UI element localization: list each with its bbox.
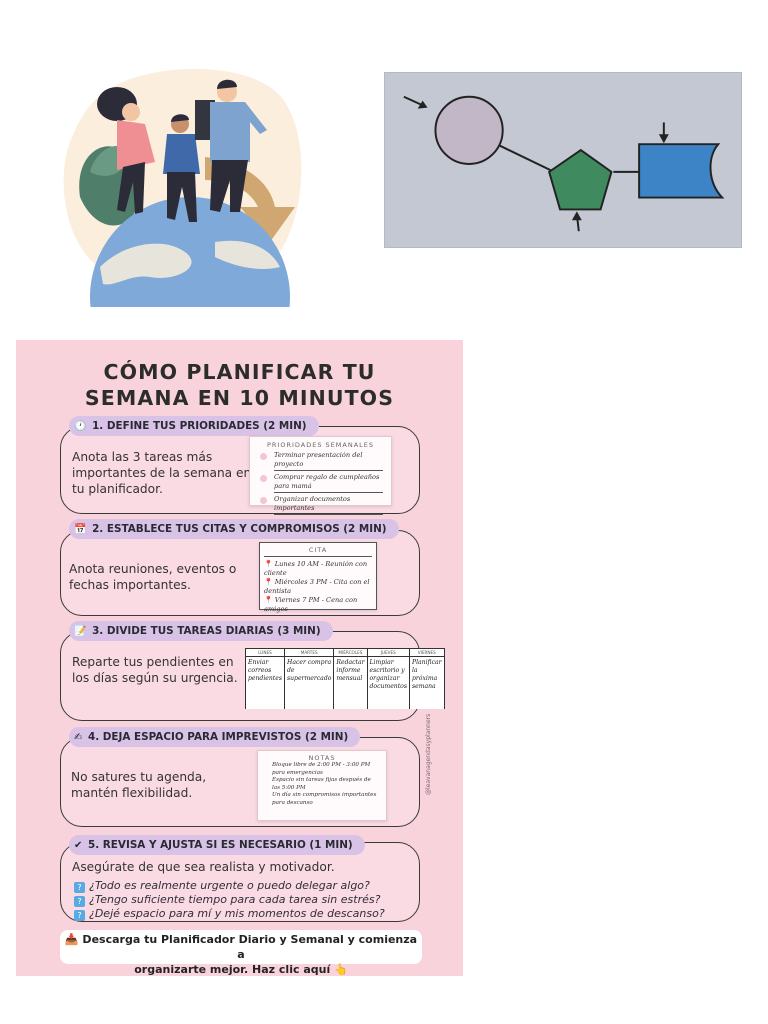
day-task: Redactar informe mensual [333, 656, 368, 709]
infographic-title-line1: CÓMO PLANIFICAR TU [103, 360, 376, 384]
memo-icon: 📝 [74, 626, 87, 637]
step-1-text: Anota las 3 tareas más importantes de la… [72, 450, 252, 496]
legs-shape [167, 172, 197, 222]
review-question: ?¿Dejé espacio para mí y mis momentos de… [74, 907, 385, 921]
step-5-text: Asegúrate de que sea realista y motivado… [72, 860, 335, 874]
body-shape [210, 102, 267, 162]
priority-item: Terminar presentación del proyecto [258, 451, 383, 471]
day-task: Limpiar escritorio y organizar documento… [366, 656, 410, 709]
bullet-icon: ? [74, 896, 85, 907]
appointments-card-title: CITA [264, 546, 372, 557]
cta-line2: organizarte mejor. Haz clic aquí 👆 [134, 963, 348, 976]
appointment-item: 📍Lunes 10 AM - Reunión con cliente [264, 560, 368, 577]
step-3-label: 📝 3. DIVIDE TUS TAREAS DIARIAS (3 MIN) [69, 621, 333, 641]
step-4-label: ✍ 4. DEJA ESPACIO PARA IMPREVISTOS (2 MI… [69, 727, 361, 747]
priority-item: Organizar documentos importantes [258, 495, 383, 515]
step-3-title: 3. DIVIDE TUS TAREAS DIARIAS (3 MIN) [92, 625, 321, 637]
continent-shape [215, 240, 280, 269]
day-task: Hacer compra de supermercado [283, 656, 335, 709]
watermark-handle: @leavanagendasyplanners [425, 713, 432, 795]
arrow-icon [403, 95, 428, 109]
continent-shape [100, 243, 192, 285]
travelers-on-globe-illustration [63, 68, 302, 307]
calendar-icon: 📅 [74, 524, 87, 535]
step-5-title: 5. REVISA Y AJUSTA SI ES NECESARIO (1 MI… [88, 839, 353, 851]
body-shape [117, 120, 155, 170]
clock-icon: 🕐 [74, 421, 87, 432]
hair-shape [171, 114, 189, 122]
day-header: JUEVES [366, 648, 410, 657]
bullet-icon: ? [74, 882, 85, 893]
day-header: VIERNES [408, 648, 445, 657]
step-2-title: 2. ESTABLECE TUS CITAS Y COMPROMISOS (2 … [92, 523, 387, 535]
check-mark-icon: ✔ [74, 840, 83, 851]
infographic-title-line2: SEMANA EN 10 MINUTOS [84, 386, 395, 410]
day-task: Planificar la próxima semana [408, 656, 445, 709]
cta-line1: 📥 Descarga tu Planificador Diario y Sema… [64, 933, 418, 961]
step-4-text: No satures tu agenda, mantén flexibilida… [71, 770, 207, 800]
pin-icon: 📍 [264, 596, 273, 604]
priorities-card-title: PRIORIDADES SEMANALES [267, 441, 374, 449]
legs-shape [117, 162, 145, 214]
connector-line [496, 143, 555, 173]
head-shape [122, 103, 140, 121]
day-header: MIÉRCOLES [333, 648, 368, 657]
legs-shape [210, 160, 248, 212]
priority-item: Comprar regalo de cumpleaños para mamá [258, 473, 383, 493]
rectangle-shape [638, 143, 725, 199]
note-item: Bloque libre de 2:00 PM - 3:00 PM para e… [272, 762, 371, 776]
step-5-box [60, 842, 420, 922]
arrow-icon [658, 122, 669, 144]
review-question: ?¿Tengo suficiente tiempo para cada tare… [74, 893, 380, 907]
notes-card: NOTAS Bloque libre de 2:00 PM - 3:00 PM … [257, 750, 387, 821]
step-2-label: 📅 2. ESTABLECE TUS CITAS Y COMPROMISOS (… [69, 519, 399, 539]
weekly-planning-infographic: CÓMO PLANIFICAR TU SEMANA EN 10 MINUTOS … [16, 340, 463, 976]
globe-shape [90, 197, 290, 307]
arrow-icon [571, 211, 582, 232]
day-header: MARTES [283, 648, 335, 657]
review-question: ?¿Todo es realmente urgente o puedo dele… [74, 879, 370, 893]
appointment-item: 📍Miércoles 3 PM - Cita con el dentista [264, 578, 370, 595]
step-1-title: 1. DEFINE TUS PRIORIDADES (2 MIN) [92, 420, 307, 432]
step-1-label: 🕐 1. DEFINE TUS PRIORIDADES (2 MIN) [69, 416, 319, 436]
hair-shape [217, 79, 237, 89]
writing-hand-icon: ✍ [74, 732, 83, 743]
note-item: Un día sin compromisos importantes para … [272, 792, 377, 806]
step-4-title: 4. DEJA ESPACIO PARA IMPREVISTOS (2 MIN) [88, 731, 349, 743]
appointment-item: 📍Viernes 7 PM - Cena con amigos [264, 596, 358, 613]
weekly-tasks-table: LUNES MARTES MIÉRCOLES JUEVES VIERNES En… [245, 648, 445, 709]
download-planner-link[interactable]: 📥 Descarga tu Planificador Diario y Sema… [60, 930, 422, 976]
step-5-label: ✔ 5. REVISA Y AJUSTA SI ES NECESARIO (1 … [69, 835, 365, 855]
bullet-icon: ? [74, 910, 85, 921]
shapes-diagram-photo [384, 72, 742, 248]
body-shape [163, 134, 200, 174]
day-task: Enviar correos pendientes [245, 656, 285, 709]
priorities-card: PRIORIDADES SEMANALES Terminar presentac… [249, 436, 392, 515]
pin-icon: 📍 [264, 578, 273, 586]
day-header: LUNES [245, 648, 285, 657]
pentagon-shape [548, 148, 613, 211]
note-item: Espacio sin tareas fijas después de las … [272, 777, 371, 791]
notes-card-title: NOTAS [308, 754, 336, 762]
step-2-text: Anota reuniones, eventos o fechas import… [69, 562, 237, 592]
pin-icon: 📍 [264, 560, 273, 568]
circle-shape [434, 95, 504, 165]
appointments-card: CITA 📍Lunes 10 AM - Reunión con cliente … [259, 542, 377, 613]
step-3-text: Reparte tus pendientes en los días según… [72, 655, 238, 685]
